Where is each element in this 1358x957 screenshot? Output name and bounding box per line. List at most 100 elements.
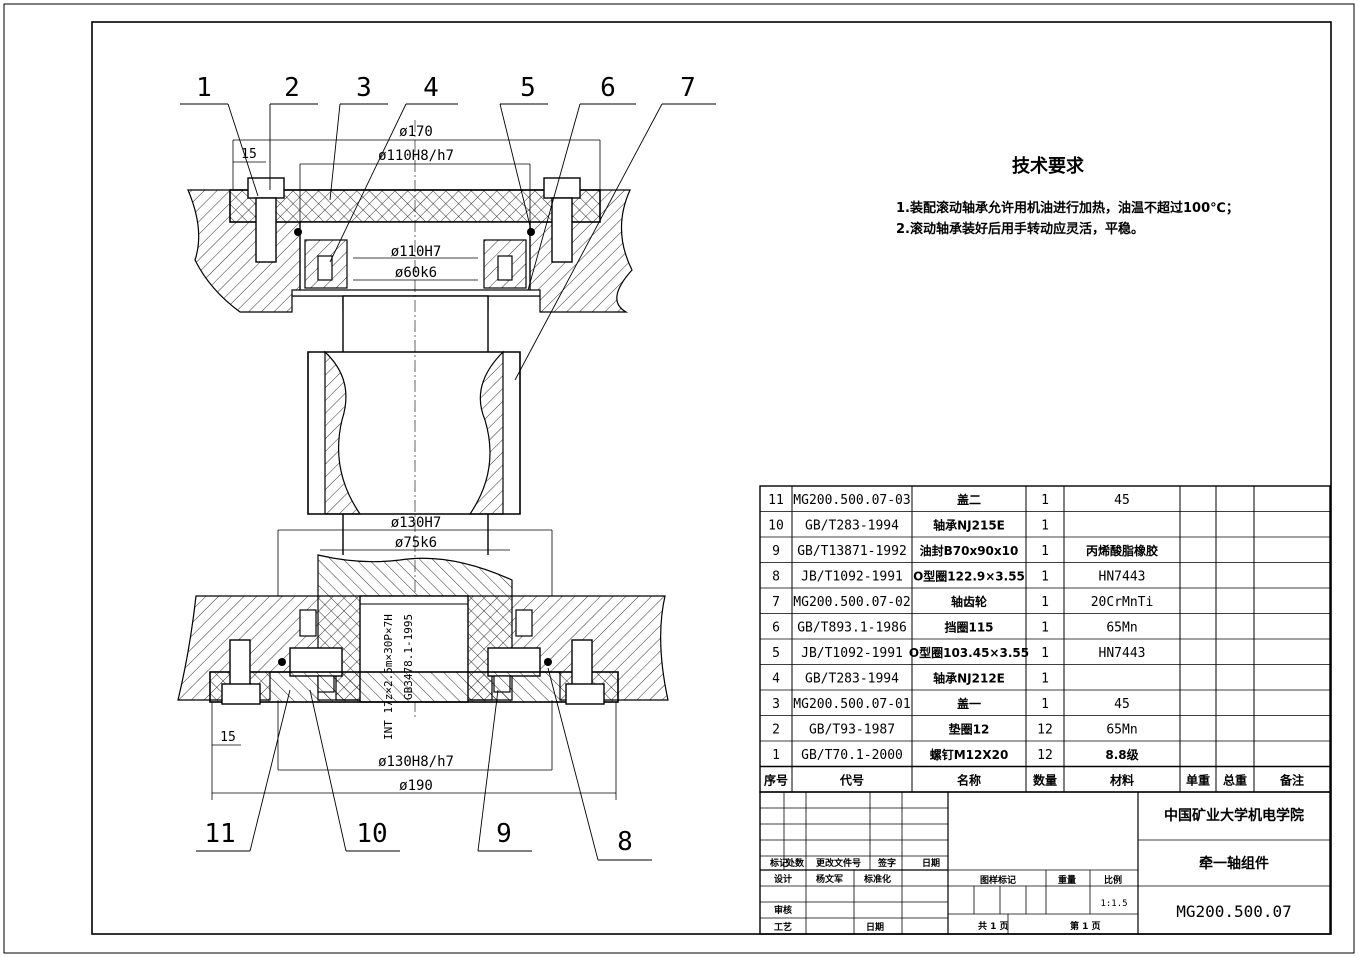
- parts-header-code: 代号: [839, 773, 864, 788]
- parts-cell-qty: 1: [1041, 646, 1049, 661]
- parts-cell-material: 丙烯酸脂橡胶: [1086, 543, 1158, 558]
- title-block: [759, 791, 1331, 935]
- gear-section-left: [324, 350, 362, 515]
- parts-cell-qty: 1: [1041, 595, 1049, 610]
- total-sheets: 共 1 页: [978, 920, 1009, 932]
- balloon-5: 5: [520, 73, 536, 103]
- rev-label-date: 日期: [922, 857, 940, 869]
- dim-130h7: ø130H7: [391, 515, 442, 531]
- parts-cell-qty: 1: [1041, 493, 1049, 508]
- parts-cell-code: GB/T70.1-2000: [801, 748, 903, 763]
- dimension-lines: [211, 139, 617, 800]
- date-label: 日期: [866, 921, 884, 933]
- parts-cell-code: JB/T1092-1991: [801, 646, 903, 661]
- screw-head-bottom-right: [565, 683, 605, 705]
- parts-cell-name: 油封B70x90x10: [920, 543, 1019, 558]
- parts-cell-material: 8.8级: [1105, 747, 1138, 762]
- title-block-text: 标记 处数 更改文件号 签字 日期 设计 杨文军 标准化 审核 工艺 日期 图样…: [769, 807, 1304, 933]
- leader-lines: [180, 103, 716, 861]
- cover-two: [209, 671, 619, 703]
- balloon-11: 11: [204, 819, 235, 849]
- roller-right-top: [497, 255, 513, 281]
- parts-cell-material: 20CrMnTi: [1091, 595, 1154, 610]
- roller-left-bottom: [299, 609, 317, 637]
- parts-cell-qty: 1: [1041, 621, 1049, 636]
- o-ring-top-right: [527, 228, 535, 236]
- o-ring-bottom-left: [278, 658, 286, 666]
- parts-cell-name: 垫圈12: [949, 722, 990, 737]
- scale-label: 比例: [1104, 874, 1122, 886]
- parts-cell-code: GB/T93-1987: [809, 723, 895, 738]
- tech-req-item-1: 1.装配滚动轴承允许用机油进行加热，油温不超过100℃；: [896, 200, 1239, 216]
- parts-cell-no: 11: [768, 493, 784, 508]
- balloon-9: 9: [496, 819, 512, 849]
- parts-header-material: 材料: [1109, 773, 1134, 788]
- process-label: 工艺: [774, 921, 792, 933]
- balloon-1: 1: [196, 73, 212, 103]
- rev-label-count: 处数: [785, 857, 805, 869]
- screw-head-top-right: [543, 177, 581, 199]
- dim-110h8h7: ø110H8/h7: [378, 148, 454, 164]
- parts-cell-name: 盖一: [957, 696, 981, 711]
- spline-note: INT 17z×2.5m×30P×7H: [382, 614, 395, 740]
- balloon-7: 7: [680, 73, 696, 103]
- designer-name: 杨文军: [816, 873, 843, 885]
- parts-cell-no: 6: [772, 621, 780, 636]
- parts-cell-material: 45: [1114, 493, 1130, 508]
- dim-110h7: ø110H7: [391, 244, 442, 260]
- parts-cell-no: 1: [772, 748, 780, 763]
- drawing-name: 牵一轴组件: [1199, 855, 1269, 872]
- parts-cell-no: 4: [772, 672, 780, 687]
- parts-cell-code: GB/T283-1994: [805, 672, 899, 687]
- screw-shank-top-left: [255, 197, 277, 263]
- weight-label: 重量: [1058, 874, 1076, 886]
- parts-cell-code: GB/T283-1994: [805, 519, 899, 534]
- spline-standard: GB3478.1-1995: [402, 614, 415, 700]
- parts-header-name: 名称: [957, 773, 981, 788]
- parts-header-remark: 备注: [1279, 773, 1304, 788]
- dim-60k6: ø60k6: [395, 265, 437, 281]
- parts-header-no: 序号: [764, 773, 788, 788]
- sheet-number: 第 1 页: [1070, 920, 1101, 932]
- parts-cell-qty: 12: [1037, 723, 1053, 738]
- rev-label-mark: 标记: [769, 857, 788, 869]
- balloon-2: 2: [284, 73, 300, 103]
- parts-cell-code: MG200.500.07-03: [793, 493, 910, 508]
- parts-cell-no: 2: [772, 723, 780, 738]
- stage-label: 图样标记: [980, 874, 1016, 886]
- parts-cell-name: 盖二: [957, 492, 981, 507]
- check-label: 审核: [774, 904, 792, 916]
- dim-15-top: 15: [241, 147, 257, 162]
- parts-cell-qty: 1: [1041, 570, 1049, 585]
- parts-cell-qty: 12: [1037, 748, 1053, 763]
- screw-head-bottom-left: [221, 683, 261, 705]
- parts-cell-material: 65Mn: [1106, 621, 1137, 636]
- parts-cell-qty: 1: [1041, 519, 1049, 534]
- parts-cell-qty: 1: [1041, 544, 1049, 559]
- shaft-upper: [342, 295, 489, 357]
- parts-cell-code: MG200.500.07-01: [793, 697, 910, 712]
- o-ring-bottom-right: [544, 658, 552, 666]
- outer-border: [3, 3, 1355, 954]
- parts-cell-name: 轴承NJ212E: [933, 671, 1005, 686]
- parts-cell-no: 10: [768, 519, 784, 534]
- parts-cell-material: HN7443: [1099, 570, 1146, 585]
- balloon-6: 6: [600, 73, 616, 103]
- standardization-label: 标准化: [863, 873, 891, 885]
- design-label: 设计: [774, 873, 792, 885]
- parts-cell-name: O型圈122.9×3.55: [913, 569, 1025, 584]
- parts-cell-no: 8: [772, 570, 780, 585]
- dim-15-bottom: 15: [220, 730, 236, 745]
- parts-cell-material: 65Mn: [1106, 723, 1137, 738]
- balloon-10: 10: [356, 819, 387, 849]
- parts-cell-material: 45: [1114, 697, 1130, 712]
- inner-border: [91, 21, 1332, 935]
- retaining-ring: [291, 289, 541, 297]
- o-ring-top-left: [294, 228, 302, 236]
- parts-cell-qty: 1: [1041, 672, 1049, 687]
- parts-cell-name: 轴承NJ215E: [933, 518, 1005, 533]
- parts-cell-code: JB/T1092-1991: [801, 570, 903, 585]
- parts-cell-code: MG200.500.07-02: [793, 595, 910, 610]
- parts-cell-qty: 1: [1041, 697, 1049, 712]
